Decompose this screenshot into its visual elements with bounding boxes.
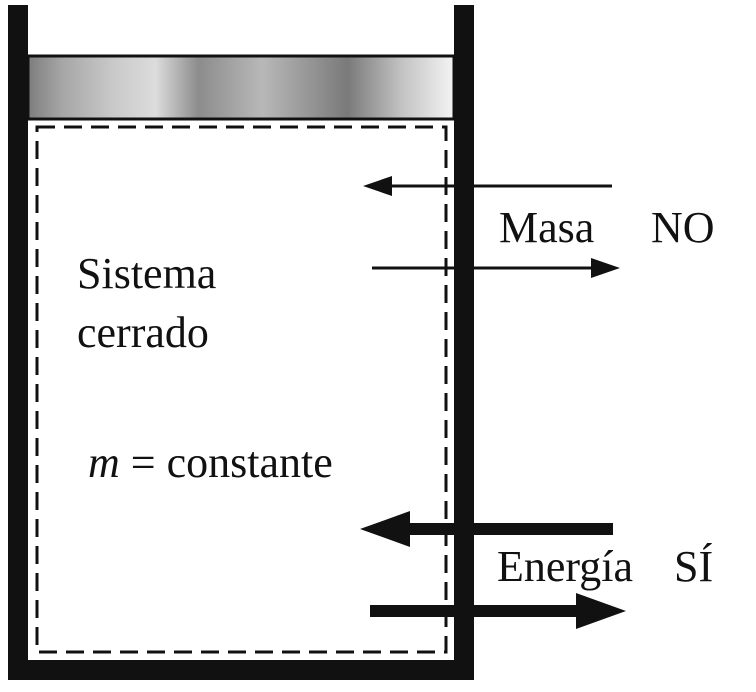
energy-label: Energía xyxy=(497,542,634,591)
equation-rest: = constante xyxy=(119,438,333,487)
energy-arrow-out-head xyxy=(576,593,626,629)
energy-arrow-in-head xyxy=(360,511,410,547)
energy-status: SÍ xyxy=(674,542,714,591)
system-name-line2: cerrado xyxy=(77,308,209,357)
mass-arrow-in-head xyxy=(363,176,392,196)
cylinder-right-wall xyxy=(454,5,474,680)
cylinder-left-wall xyxy=(8,5,28,680)
energy-arrows xyxy=(360,511,626,629)
piston xyxy=(26,54,456,121)
system-name-line1: Sistema xyxy=(77,249,217,298)
cylinder-bottom-wall xyxy=(8,660,474,680)
mass-status: NO xyxy=(651,203,715,252)
mass-arrow-out-head xyxy=(591,258,620,278)
mass-arrows xyxy=(363,176,620,278)
energy-arrow-in-shaft xyxy=(400,523,613,535)
system-boundary xyxy=(35,125,448,654)
energy-arrow-out-shaft xyxy=(370,605,585,617)
mass-constant-equation: m = constante xyxy=(88,441,333,485)
mass-variable: m xyxy=(88,438,120,487)
mass-label: Masa xyxy=(499,203,595,252)
